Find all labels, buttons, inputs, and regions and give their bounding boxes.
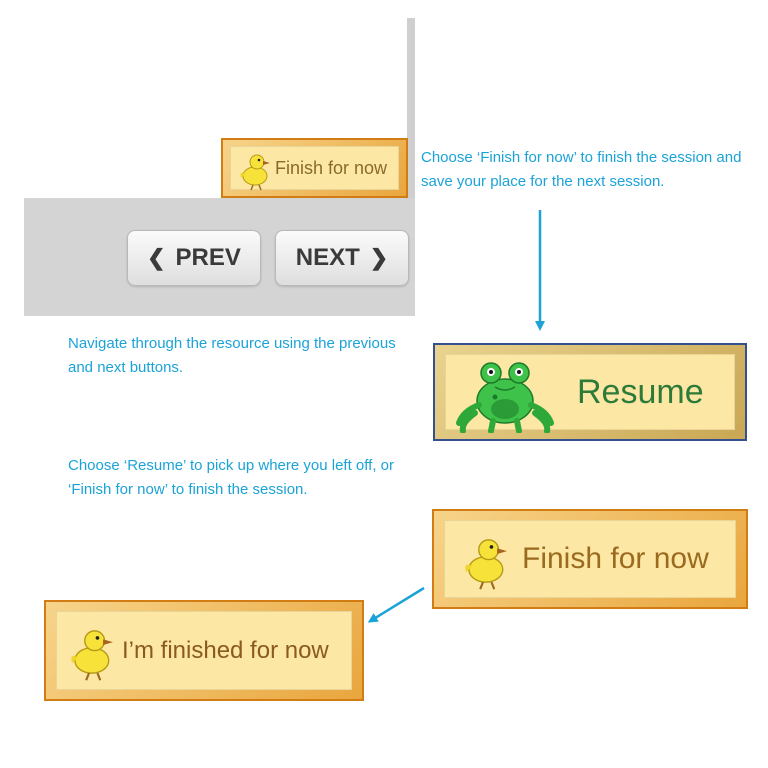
im-finished-for-now-label: I’m finished for now: [122, 636, 329, 664]
chevron-right-icon: ❯: [369, 245, 389, 270]
finish-for-now-label: Finish for now: [522, 542, 709, 575]
chick-icon: [71, 630, 113, 681]
next-button[interactable]: NEXT ❯: [275, 230, 409, 286]
finish-for-now-small-button[interactable]: Finish for now: [221, 138, 408, 198]
chevron-left-icon: ❮: [147, 245, 166, 270]
im-finished-for-now-button[interactable]: I’m finished for now: [44, 600, 364, 701]
resume-button[interactable]: Resume: [433, 343, 747, 441]
scrollbar-divider: [407, 18, 415, 200]
resume-label: Resume: [577, 372, 704, 411]
prev-button[interactable]: ❮ PREV: [127, 230, 261, 286]
prev-button-label: PREV: [175, 244, 241, 271]
finish-instruction-text: Choose ‘Finish for now’ to finish the se…: [421, 149, 742, 190]
finish-for-now-button[interactable]: Finish for now: [432, 509, 748, 609]
chick-icon: [240, 154, 270, 191]
next-button-label: NEXT: [295, 244, 360, 271]
finish-for-now-small-label: Finish for now: [275, 157, 388, 178]
navigate-instruction-text: Navigate through the resource using the …: [68, 335, 396, 376]
frog-icon: [456, 362, 554, 433]
chick-icon: [465, 539, 507, 590]
arrow-to-finished-button: [367, 586, 425, 623]
resume-instruction-text: Choose ‘Resume’ to pick up where you lef…: [68, 457, 395, 498]
